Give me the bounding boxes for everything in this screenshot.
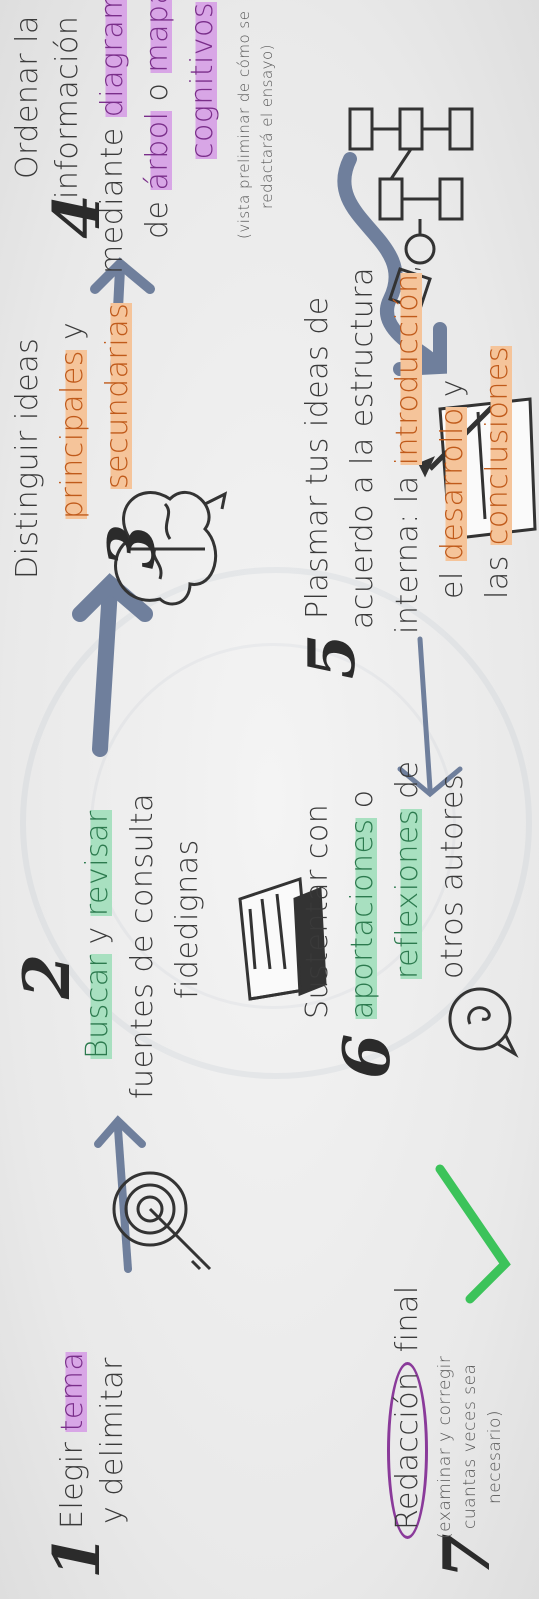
step-3-secundarias: secundarias [100, 303, 135, 489]
step-3-line3: secundarias [100, 303, 135, 489]
step-7-line1: Redacción final [390, 1285, 425, 1539]
step-2-revisar: revisar [80, 810, 115, 916]
step-6-de: de [390, 760, 425, 809]
step-6-line1: Sustentar con [300, 804, 335, 1019]
step-7-redaccion: Redacción [387, 1362, 428, 1539]
step-7-final: final [390, 1285, 425, 1362]
step-7-note-2: cuantas veces sea [460, 1364, 480, 1529]
step-3-principales: principales [55, 350, 90, 519]
step-5-line3: interna: la introducción, [390, 263, 425, 634]
step-6-line4: otros autores [435, 774, 470, 979]
step-2-line2: fuentes de consulta [125, 793, 160, 1099]
step-4-note-2: redactará el ensayo) [258, 44, 276, 209]
step-2-buscar: Buscar [80, 955, 115, 1060]
step-4-mapas: mapas [140, 0, 175, 73]
step-5-comma: , [390, 263, 425, 273]
step-4-line4: de árbol o mapas [140, 0, 175, 239]
step-4-o: o [140, 73, 175, 112]
step-7-note-1: (examinar y corregir [435, 1356, 455, 1539]
step-2-y: y [80, 916, 115, 954]
step-1-line1: Elegir tema [55, 1352, 90, 1529]
step-5-introduccion: introducción [390, 273, 425, 465]
arrow-2-to-3 [80, 584, 145, 749]
step-5-line4: el desarrollo y [435, 379, 470, 599]
step-4-arbol: árbol [140, 112, 175, 191]
arrow-1-to-2 [98, 1121, 142, 1269]
step-5-line2: acuerdo a la estructura [345, 267, 380, 629]
step-2-line1: Buscar y revisar [80, 810, 115, 1059]
step-5-el: el [435, 561, 470, 599]
step-5-line5: las conclusiones [480, 346, 515, 599]
step-6-line3: reflexiones de [390, 760, 425, 979]
step-5-line1: Plasmar tus ideas de [300, 296, 335, 619]
step-6-aportaciones: aportaciones [345, 818, 380, 1019]
step-4-mediante: mediante [95, 117, 130, 274]
step-4-diagramas: diagramas [95, 0, 130, 117]
step-6-line2: aportaciones o [345, 790, 380, 1019]
step-5-y: y [435, 379, 470, 407]
step-4-note-1: (vista preliminar de cómo se [235, 11, 253, 239]
step-4-line5: cognitivos [185, 2, 220, 159]
step-4-line3: mediante diagramas [95, 0, 130, 274]
step-1-text: Elegir [55, 1432, 90, 1529]
step-1-highlight-tema: tema [55, 1352, 90, 1432]
step-3-y: y [55, 322, 90, 350]
step-4-line1: Ordenar la [10, 15, 45, 179]
step-4-de: de [140, 190, 175, 239]
step-1-line2: y delimitar [95, 1357, 130, 1524]
step-5-desarrollo: desarrollo [435, 407, 470, 561]
step-6-reflexiones: reflexiones [390, 809, 425, 979]
step-7-note-3: necesario) [485, 1410, 505, 1504]
step-4-line2: información [50, 16, 85, 199]
check-icon [440, 1169, 505, 1299]
step-4-cognitivos: cognitivos [185, 2, 220, 159]
step-5-las: las [480, 545, 515, 599]
step-5-conclusiones: conclusiones [480, 346, 515, 545]
step-3-line1: Distinguir ideas [10, 338, 45, 579]
step-5-interna: interna: la [390, 465, 425, 634]
step-2-line3: fidedignas [170, 839, 205, 999]
speech-bubble-icon [450, 989, 515, 1054]
step-3-line2: principales y [55, 322, 90, 519]
step-6-o: o [345, 790, 380, 819]
